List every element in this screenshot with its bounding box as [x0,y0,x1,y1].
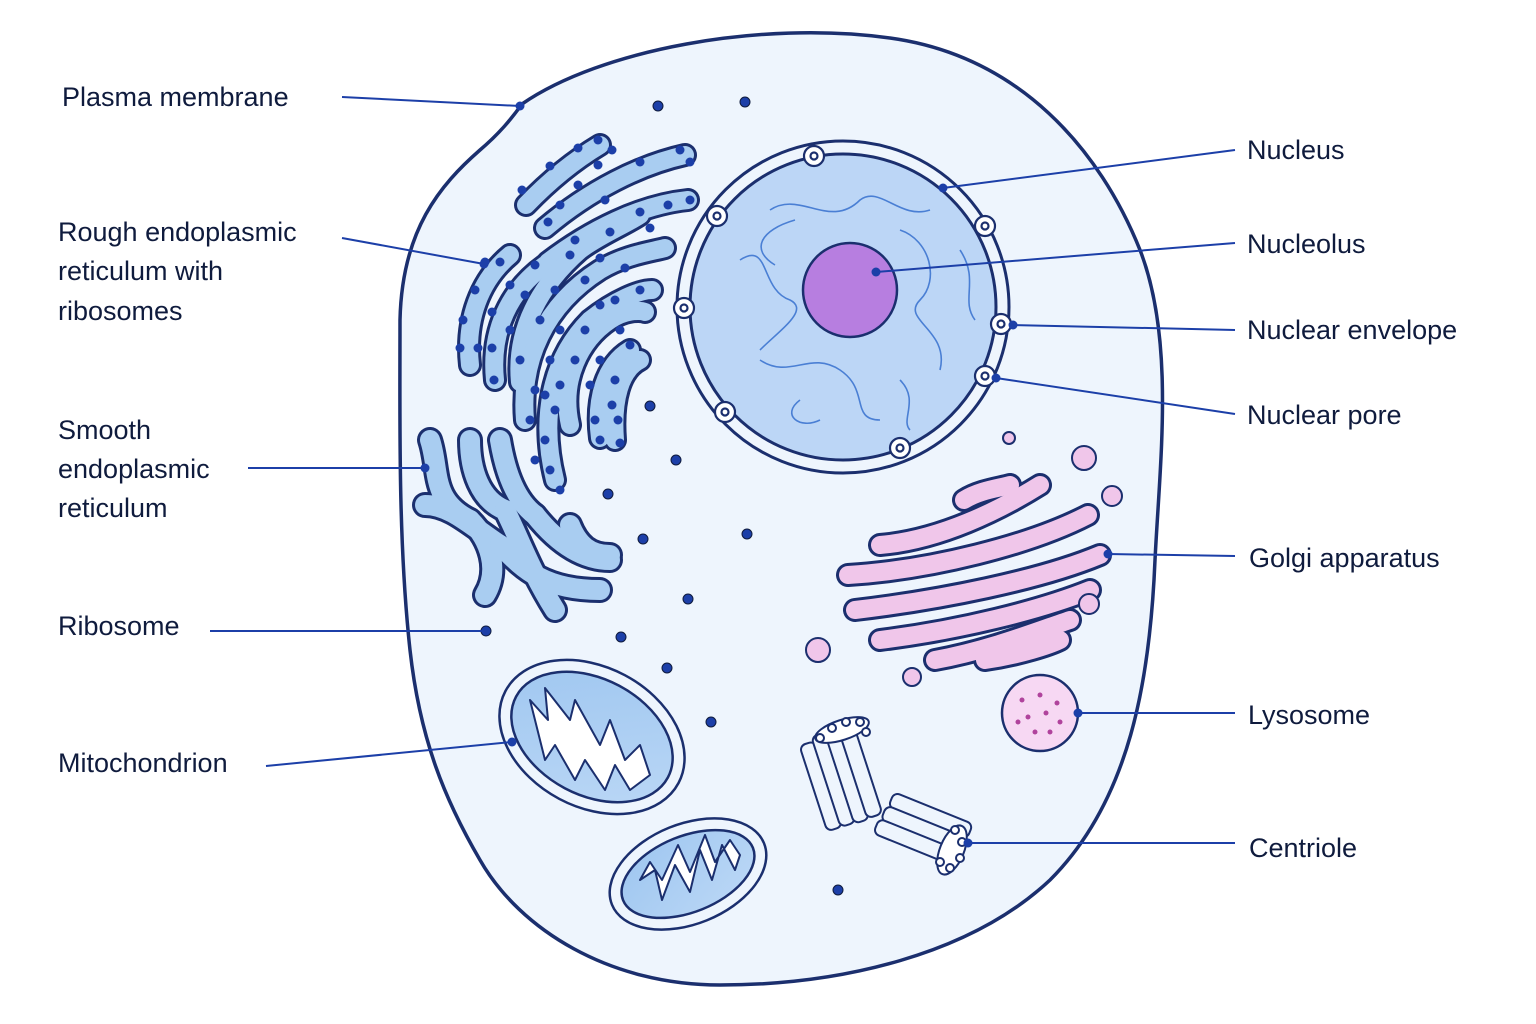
nuclear-pores [672,144,1013,460]
label-rough-er: Rough endoplasmic reticulum with ribosom… [58,217,304,326]
leader-lines [210,96,1236,844]
label-ribosome: Ribosome [58,611,180,641]
label-golgi-apparatus: Golgi apparatus [1249,543,1440,573]
centriole-vertical [800,716,882,831]
rough-er-ribosomes [455,135,695,495]
label-smooth-er: Smooth endoplasmic reticulum [58,415,217,523]
label-nuclear-pore: Nuclear pore [1247,400,1402,430]
label-nucleus: Nucleus [1247,135,1345,165]
smooth-er [412,427,623,623]
label-lysosome: Lysosome [1248,700,1370,730]
labels: Plasma membrane Rough endoplasmic reticu… [58,82,1457,863]
centriole [800,716,973,876]
centriole-horizontal [874,793,973,876]
nucleus [672,139,1013,475]
chromatin [739,195,976,431]
rough-er [455,133,700,495]
golgi-apparatus [805,431,1123,687]
lysosome [1000,673,1080,753]
label-plasma-membrane: Plasma membrane [62,82,289,112]
mitochondrion-small [608,817,768,931]
mitochondrion-large [498,658,686,816]
golgi-vesicles [805,431,1123,687]
label-mitochondrion: Mitochondrion [58,748,228,778]
label-centriole: Centriole [1249,833,1357,863]
nucleolus [801,241,899,339]
leader-dots [420,101,1113,848]
label-nucleolus: Nucleolus [1247,229,1366,259]
label-nuclear-envelope: Nuclear envelope [1247,315,1457,345]
